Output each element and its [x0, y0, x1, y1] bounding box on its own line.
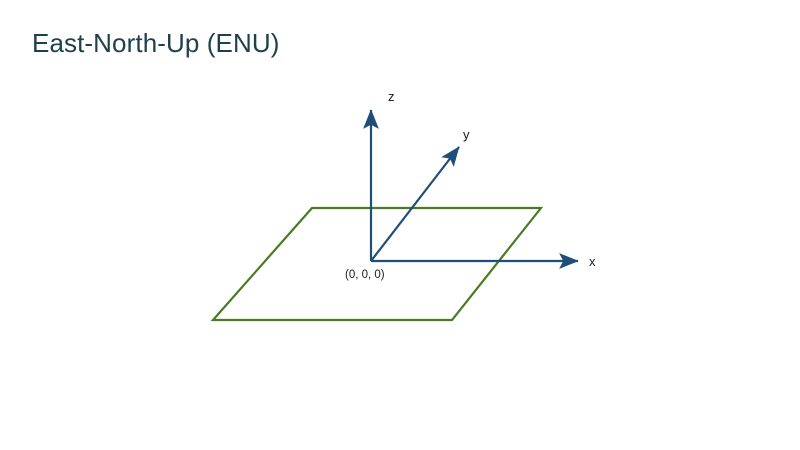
y-axis-label: y: [463, 127, 470, 142]
x-axis-label: x: [589, 254, 596, 269]
y-axis-line: [370, 146, 460, 262]
z-axis-label: z: [388, 89, 395, 104]
origin-label: (0, 0, 0): [345, 269, 385, 281]
ground-plane-parallelogram: [210, 206, 544, 322]
page-title: East-North-Up (ENU): [32, 28, 280, 58]
